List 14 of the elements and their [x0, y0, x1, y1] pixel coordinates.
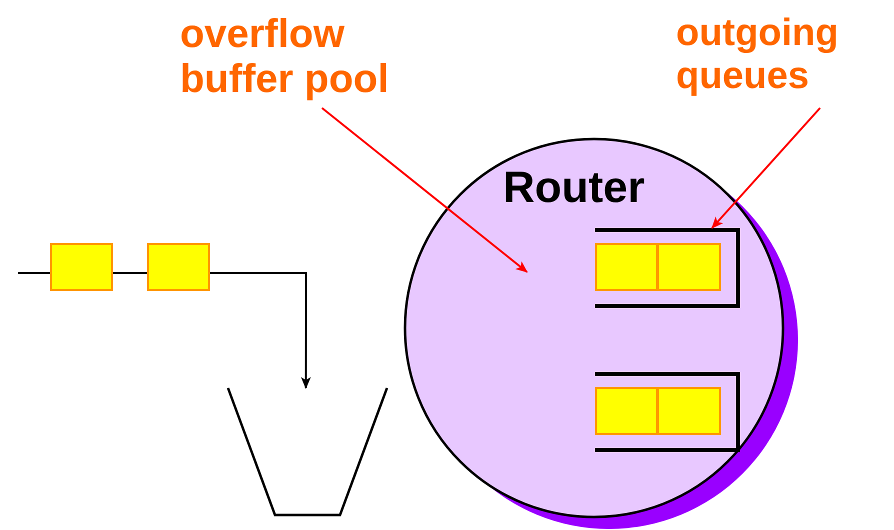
- line: [113, 272, 147, 274]
- router-circle: [404, 138, 799, 530]
- queue: [595, 372, 740, 452]
- packet: [50, 243, 113, 291]
- bucket: [226, 388, 389, 518]
- leader-line: [321, 107, 528, 273]
- leader-line: [711, 107, 821, 229]
- queue: [595, 228, 740, 308]
- line: [18, 272, 50, 274]
- packet: [147, 243, 210, 291]
- callout-label: outgoing queues: [676, 12, 891, 108]
- router-label: Router: [503, 163, 645, 213]
- callout-label: overflow buffer pool: [180, 12, 450, 108]
- arrow: [210, 272, 311, 389]
